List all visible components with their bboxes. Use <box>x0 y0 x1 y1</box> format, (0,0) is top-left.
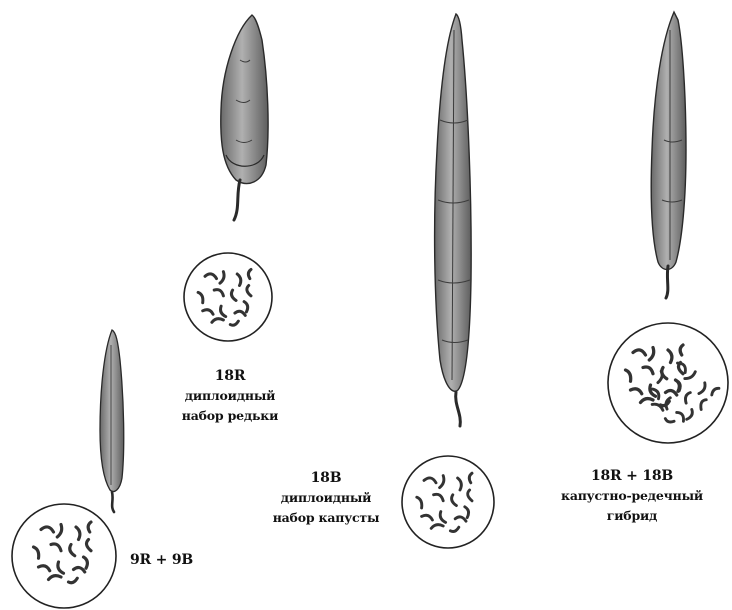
radish-label-line2: набор редьки <box>152 406 308 426</box>
hybrid-pod-illustration <box>651 12 686 298</box>
sterile-chromosome-count: 9R + 9B <box>130 550 210 570</box>
cabbage-label-line1: диплоидный <box>246 488 406 508</box>
sterile-chromosome-circle <box>12 504 116 608</box>
radish-label-line1: диплоидный <box>152 386 308 406</box>
hybrid-label: 18R + 18B капустно-редечный гибрид <box>532 466 732 526</box>
hybrid-label-line1: капустно-редечный <box>532 486 732 506</box>
radish-label: 18R диплоидный набор редьки <box>152 366 308 426</box>
sterile-pod-illustration <box>100 330 124 512</box>
sterile-label: 9R + 9B <box>130 550 210 570</box>
hybrid-chromosome-count: 18R + 18B <box>532 466 732 486</box>
hybrid-chromosome-circle <box>608 323 728 443</box>
cabbage-label-line2: набор капусты <box>246 508 406 528</box>
cabbage-pod-illustration <box>435 14 472 426</box>
cabbage-label: 18B диплоидный набор капусты <box>246 468 406 528</box>
hybrid-label-line2: гибрид <box>532 506 732 526</box>
cabbage-chromosome-circle <box>402 456 494 548</box>
cabbage-chromosome-count: 18B <box>246 468 406 488</box>
radish-chromosome-count: 18R <box>152 366 308 386</box>
radish-chromosome-circle <box>184 253 272 341</box>
radish-pod-illustration <box>221 15 268 220</box>
